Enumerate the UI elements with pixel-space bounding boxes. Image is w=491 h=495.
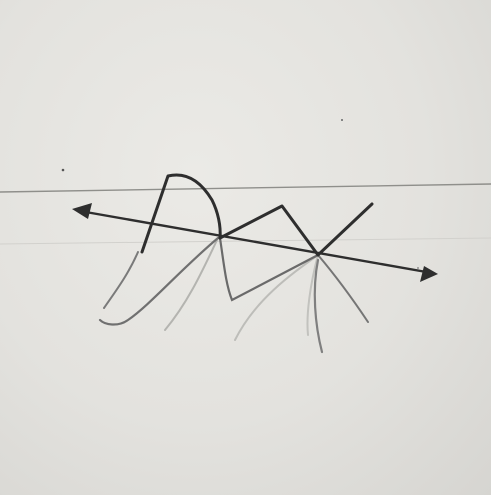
- dark-zigzag: [220, 204, 372, 255]
- lower-left-curve: [100, 238, 218, 325]
- pencil-speck: [62, 169, 65, 172]
- pencil-speck: [417, 267, 419, 269]
- ruled-line: [0, 184, 491, 192]
- dark-arch-curve: [142, 175, 220, 252]
- lower-right-tail: [315, 260, 322, 352]
- left-arrowhead: [72, 203, 92, 219]
- lower-right-curve: [318, 255, 368, 322]
- faint-erased-curve-left: [165, 238, 218, 330]
- right-arrowhead: [420, 266, 438, 282]
- faint-erased-curve-middle: [235, 255, 318, 340]
- pencil-speck: [341, 119, 343, 121]
- middle-dip-curve: [220, 238, 318, 300]
- left-tail-stroke: [104, 252, 138, 308]
